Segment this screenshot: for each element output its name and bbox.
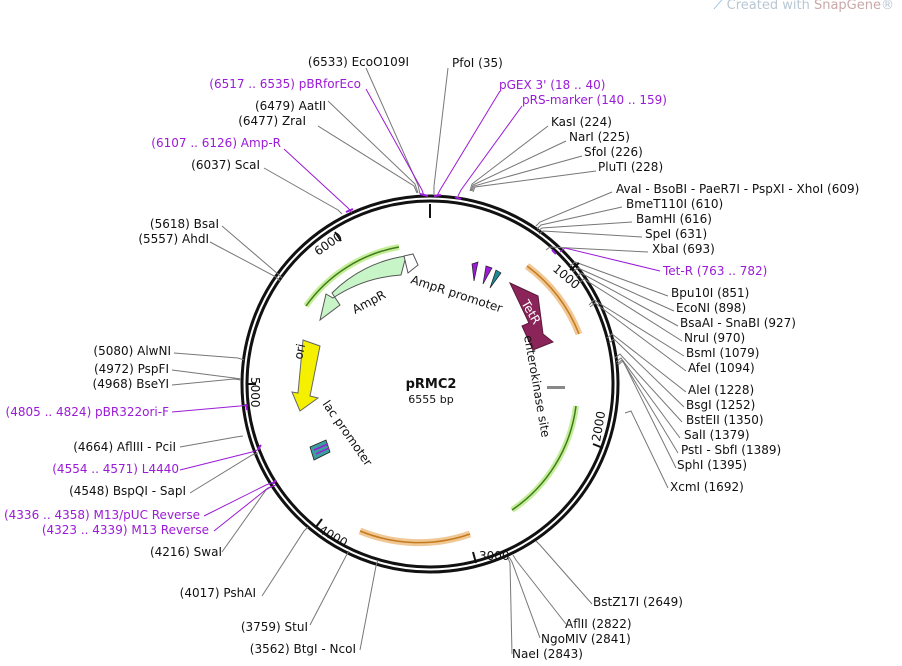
site-label-sfoi: SfoI (226) <box>584 145 643 159</box>
site-label-ngomiv: NgoMIV (2841) <box>541 632 631 646</box>
site-label-sphi: SphI (1395) <box>677 458 747 472</box>
site-label-alwni: (5080) AlwNI <box>93 344 171 358</box>
site-label-bsgi: BsgI (1252) <box>686 398 755 412</box>
enterokinase-mark <box>547 386 565 389</box>
marker-arrow-icon <box>471 261 479 282</box>
primer-label-pbr322ori-f: (4805 .. 4824) pBR322ori-F <box>6 405 170 419</box>
lac-promoter-label: lac promoter <box>320 398 376 469</box>
feature-orange-arc-bottom-line <box>359 530 471 544</box>
tick-2000: 2000 <box>589 410 608 443</box>
site-label-xcmi: XcmI (1692) <box>670 480 744 494</box>
site-label-ncoi: (3562) BtgI - NcoI <box>250 642 356 656</box>
site-label-pcii: (4664) AflIII - PciI <box>73 440 176 454</box>
site-label-stui: (3759) StuI <box>241 620 308 634</box>
site-label-bmet110i: BmeT110I (610) <box>626 197 723 211</box>
tick-marks <box>246 231 604 564</box>
leader-lines <box>171 67 687 655</box>
site-label-ecoo109i: (6533) EcoO109I <box>308 55 409 69</box>
site-label-aflii: AflII (2822) <box>565 617 632 631</box>
site-label-bsai: (5618) BsaI <box>150 217 219 231</box>
site-label-alei: AleI (1228) <box>688 383 754 397</box>
site-label-pluti: PluTI (228) <box>598 160 663 174</box>
site-label-sapi: (4548) BspQI - SapI <box>69 484 186 498</box>
primer-label-m13-reverse: (4323 .. 4339) M13 Reverse <box>42 523 209 537</box>
feature-green-arc-left-line <box>305 246 400 307</box>
site-label-xhoi: AvaI - BsoBI - PaeR7I - PspXI - XhoI (60… <box>616 182 859 196</box>
ampr-arrow <box>319 255 407 322</box>
backbone-outer <box>240 194 620 574</box>
watermark: ⟋ Created with SnapGene® <box>713 0 894 13</box>
ampr-label: AmpR <box>350 287 388 316</box>
site-label-bsteii: BstEII (1350) <box>686 413 764 427</box>
feature-orange-arc-top-line <box>526 265 580 335</box>
site-label-pfoi: PfoI (35) <box>452 56 503 70</box>
site-label-spei: SpeI (631) <box>645 227 707 241</box>
site-label-pshai: (4017) PshAI <box>180 586 256 600</box>
primer-label-amp-r: (6107 .. 6126) Amp-R <box>151 136 281 150</box>
ori-label: ori <box>291 342 308 360</box>
tick-3000: 3000 <box>479 549 510 563</box>
primer-label-pgex3: pGEX 3' (18 .. 40) <box>499 78 605 92</box>
site-label-naei: NaeI (2843) <box>512 647 583 661</box>
site-label-econi: EcoNI (898) <box>676 301 746 315</box>
site-label-scai: (6037) ScaI <box>191 158 260 172</box>
site-label-nrui: NruI (970) <box>684 331 745 345</box>
site-label-bamhi: BamHI (616) <box>636 212 712 226</box>
site-label-nari: NarI (225) <box>569 130 630 144</box>
site-label-sbfi: PstI - SbfI (1389) <box>681 443 781 457</box>
primer-label-pbrforeco: (6517 .. 6535) pBRforEco <box>209 77 361 91</box>
ori-arrow <box>291 339 321 412</box>
plasmid-length: 6555 bp <box>408 393 453 406</box>
site-label-bstz17i: BstZ17I (2649) <box>593 595 683 609</box>
site-label-aatii: (6479) AatII <box>255 99 326 113</box>
plasmid-name: pRMC2 <box>406 377 457 392</box>
lac-operator-icon <box>309 439 331 461</box>
primer-label-prs-marker: pRS-marker (140 .. 159) <box>522 93 667 107</box>
primer-label-m13-puc-reverse: (4336 .. 4358) M13/pUC Reverse <box>4 508 200 522</box>
site-label-zrai: (6477) ZraI <box>238 114 306 128</box>
site-label-snabi: BsaAI - SnaBI (927) <box>680 316 796 330</box>
site-label-bsmi: BsmI (1079) <box>686 346 759 360</box>
site-label-kasi: KasI (224) <box>551 115 612 129</box>
site-label-ahdi: (5557) AhdI <box>138 232 209 246</box>
feature-green-arc-right-line <box>511 405 577 511</box>
tetr-arrow <box>508 281 554 351</box>
site-label-bseyi: (4968) BseYI <box>93 377 169 391</box>
marker-arrow-icon <box>482 265 493 285</box>
site-label-afei: AfeI (1094) <box>688 361 755 375</box>
tick-5000: 5000 <box>248 377 262 408</box>
marker-arrow-icon <box>489 269 502 289</box>
ampr-promoter-box <box>403 253 419 274</box>
primer-label-tet-r: Tet-R (763 .. 782) <box>662 264 767 278</box>
primer-label-l4440: (4554 .. 4571) L4440 <box>52 462 179 476</box>
site-label-pspfi: (4972) PspFI <box>94 362 169 376</box>
site-label-bpu10i: Bpu10I (851) <box>671 286 749 300</box>
site-label-sali: SalI (1379) <box>684 428 750 442</box>
primer-marks <box>245 193 557 485</box>
ampr-promoter-label: AmpR promoter <box>409 273 504 316</box>
site-label-swai: (4216) SwaI <box>150 545 222 559</box>
site-label-xbai: XbaI (693) <box>652 242 715 256</box>
snapgene-logo-icon: ⟋ <box>713 0 727 13</box>
